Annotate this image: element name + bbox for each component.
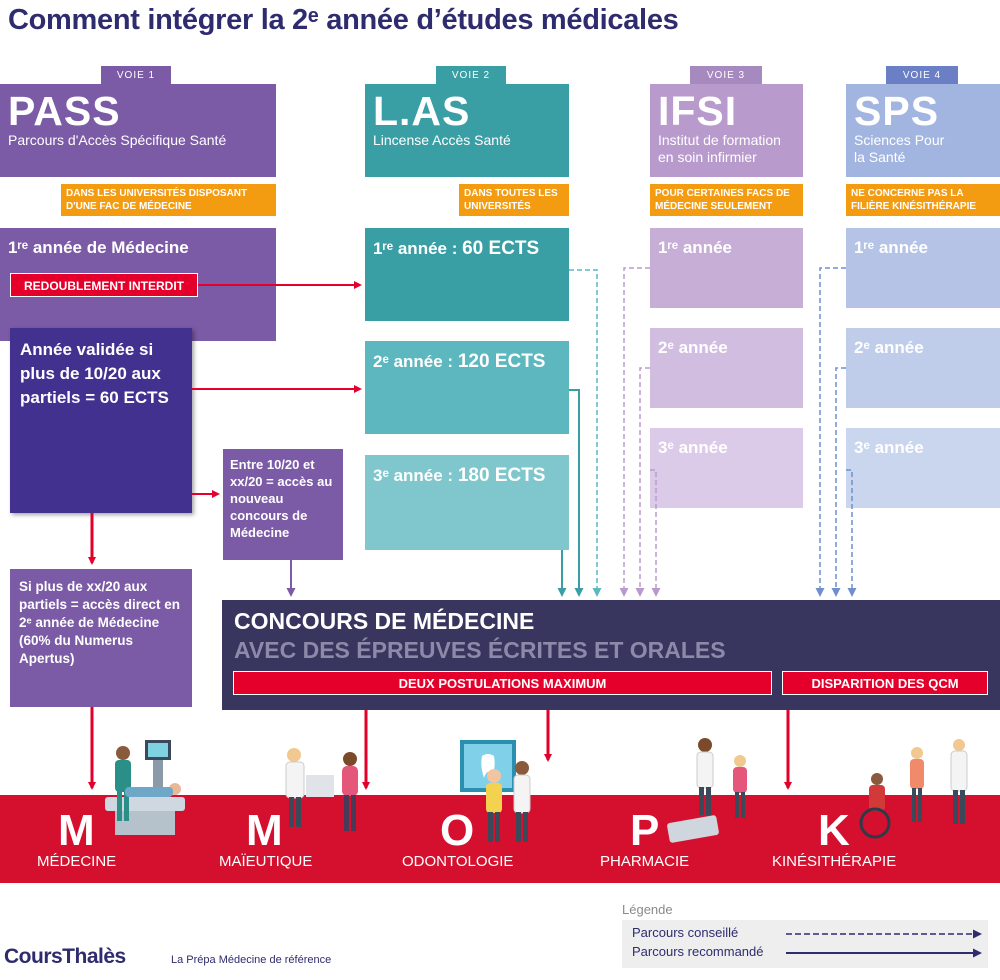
las-name: L.AS xyxy=(373,88,471,134)
annee-validee-box: Année validée si plus de 10/20 aux parti… xyxy=(10,328,192,513)
concours-box: CONCOURS DE MÉDECINE AVEC DES ÉPREUVES É… xyxy=(222,600,1000,710)
sps-name: SPS xyxy=(854,88,940,134)
ifsi-year-1-box: 1ʳᵉ année xyxy=(650,228,803,308)
las-year-3-box: 3ᵉ année : 180 ECTS xyxy=(365,455,569,550)
maieutique-illustration-icon xyxy=(285,748,358,831)
acces-direct-box: Si plus de xx/20 aux partiels = accès di… xyxy=(10,569,192,707)
filiere-letter-medecine: M xyxy=(58,806,95,855)
voie-2-tag: VOIE 2 xyxy=(436,66,506,86)
filiere-name-kinesitherapie: KINÉSITHÉRAPIE xyxy=(772,853,897,870)
las-header: L.AS Lincense Accès Santé xyxy=(365,84,569,177)
filiere-name-pharmacie: PHARMACIE xyxy=(600,853,690,870)
legende-conseille-label: Parcours conseillé xyxy=(632,925,739,940)
voie-3-tag: VOIE 3 xyxy=(690,66,762,86)
pass-header: PASS Parcours d'Accès Spécifique Santé xyxy=(0,84,276,177)
medecine-illustration-icon xyxy=(105,740,185,835)
filiere-name-maieutique: MAÏEUTIQUE xyxy=(219,853,313,870)
odontologie-illustration-icon xyxy=(460,740,531,842)
legende-recommande-label: Parcours recommandé xyxy=(632,944,764,959)
concours-title: CONCOURS DE MÉDECINE xyxy=(234,608,535,634)
legende-title: Légende xyxy=(622,902,673,917)
filiere-letter-kinesitherapie: K xyxy=(818,806,850,855)
ifsi-name: IFSI xyxy=(658,88,738,134)
page-title: Comment intégrer la 2ᵉ année d’études mé… xyxy=(8,4,679,36)
filiere-name-odontologie: ODONTOLOGIE xyxy=(402,853,514,870)
pass-condition: DANS LES UNIVERSITÉS DISPOSANT D'UNE FAC… xyxy=(61,184,276,216)
sps-header: SPS Sciences Pour la Santé xyxy=(846,84,1000,177)
pharmacie-illustration-icon xyxy=(667,738,747,843)
ifsi-year-3-box: 3ᵉ année xyxy=(650,428,803,508)
pass-subtitle: Parcours d'Accès Spécifique Santé xyxy=(8,132,227,148)
las-year-1-box: 1ʳᵉ année : 60 ECTS xyxy=(365,228,569,321)
pass-year-1-label: 1ʳᵉ année de Médecine xyxy=(8,238,189,257)
ifsi-subtitle: Institut de formation en soin infirmier xyxy=(658,132,781,165)
las-year-3-label: 3ᵉ année : xyxy=(373,466,454,485)
sps-subtitle: Sciences Pour la Santé xyxy=(854,132,945,165)
filiere-letter-odontologie: O xyxy=(440,806,475,855)
ifsi-condition: POUR CERTAINES FACS DE MÉDECINE SEULEMEN… xyxy=(650,184,803,216)
sps-year-1-box: 1ʳᵉ année xyxy=(846,228,1000,308)
voie-1-tag: VOIE 1 xyxy=(101,66,171,86)
filiere-letter-maieutique: M xyxy=(246,806,283,855)
qcm-badge: DISPARITION DES QCM xyxy=(782,671,988,695)
las-year-1-label: 1ʳᵉ année : xyxy=(373,239,458,258)
concours-subtitle: AVEC DES ÉPREUVES ÉCRITES ET ORALES xyxy=(234,637,726,663)
pass-name: PASS xyxy=(8,88,121,134)
las-year-3-ects: 180 ECTS xyxy=(457,465,546,486)
ifsi-year-2-box: 2ᵉ année xyxy=(650,328,803,408)
ifsi-header: IFSI Institut de formation en soin infir… xyxy=(650,84,803,177)
filiere-name-medecine: MÉDECINE xyxy=(37,853,117,870)
las-year-2-label: 2ᵉ année : xyxy=(373,352,454,371)
brand-logo: CoursThalès xyxy=(4,945,126,968)
las-subtitle: Lincense Accès Santé xyxy=(373,132,511,148)
sps-condition: NE CONCERNE PAS LA FILIÈRE KINÉSITHÉRAPI… xyxy=(846,184,1000,216)
filiere-letter-pharmacie: P xyxy=(630,806,660,855)
redoublement-interdit-badge: REDOUBLEMENT INTERDIT xyxy=(10,273,198,297)
sps-year-2-box: 2ᵉ année xyxy=(846,328,1000,408)
kinesitherapie-illustration-icon xyxy=(859,739,968,839)
entre-box: Entre 10/20 et xx/20 = accès au nouveau … xyxy=(223,449,343,560)
las-year-1-ects: 60 ECTS xyxy=(462,238,540,259)
las-condition: DANS TOUTES LES UNIVERSITÉS xyxy=(459,184,569,216)
brand-tagline: La Prépa Médecine de référence xyxy=(171,954,332,966)
las-year-2-ects: 120 ECTS xyxy=(457,351,546,372)
las-year-2-box: 2ᵉ année : 120 ECTS xyxy=(365,341,569,434)
voie-4-tag: VOIE 4 xyxy=(886,66,958,86)
legende-lines xyxy=(786,929,982,958)
legende-box: Parcours conseillé Parcours recommandé xyxy=(622,920,988,968)
sps-year-3-box: 3ᵉ année xyxy=(846,428,1000,508)
postulations-badge: DEUX POSTULATIONS MAXIMUM xyxy=(233,671,772,695)
